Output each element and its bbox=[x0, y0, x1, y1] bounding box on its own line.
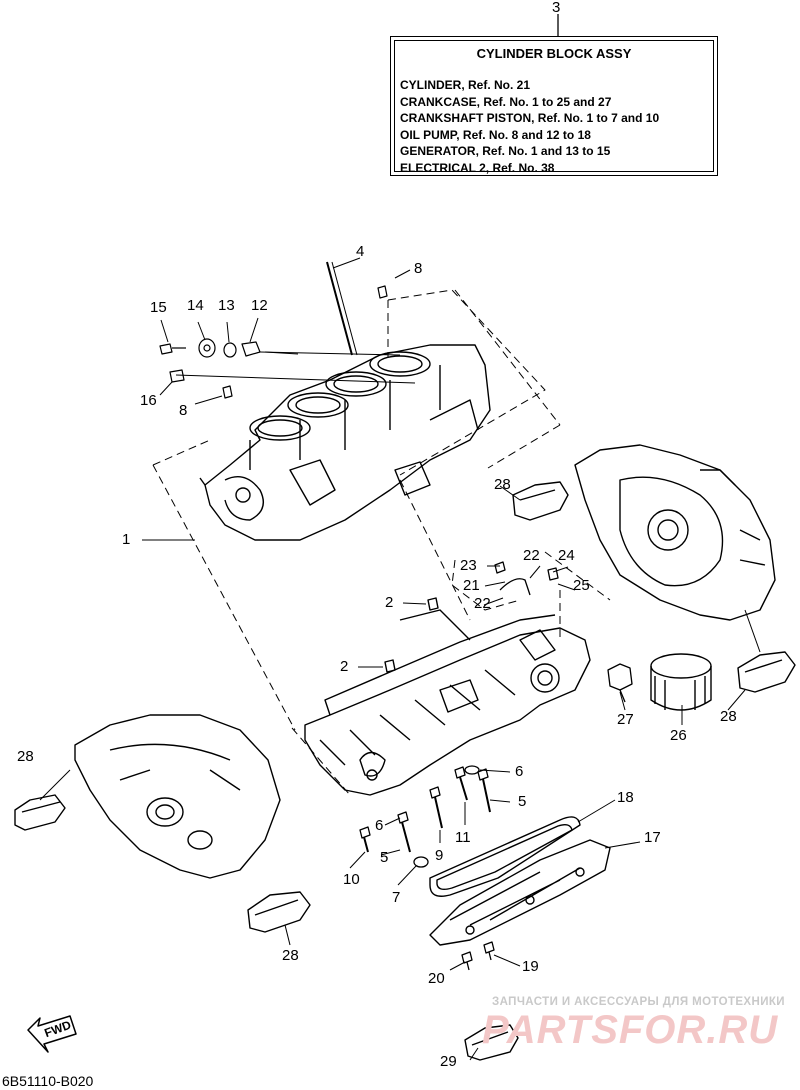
callout-22: 22 bbox=[523, 547, 540, 564]
oil-pan-gasket bbox=[429, 816, 581, 897]
legend-line: CYLINDER, Ref. No. 21 bbox=[400, 78, 531, 92]
callout-28: 28 bbox=[720, 708, 737, 725]
legend-line: OIL PUMP, Ref. No. 8 and 12 to 18 bbox=[400, 127, 591, 142]
oil-pipe bbox=[494, 561, 559, 596]
callout-5: 5 bbox=[518, 793, 527, 810]
oil-pressure-sensor bbox=[607, 663, 633, 703]
cylinder-block bbox=[199, 344, 491, 541]
callout-26: 26 bbox=[670, 727, 687, 744]
leader-lines bbox=[39, 269, 761, 1061]
callout-6: 6 bbox=[375, 817, 384, 834]
callout-12: 12 bbox=[251, 297, 268, 314]
oil-pan bbox=[429, 839, 611, 946]
callout-25: 25 bbox=[573, 577, 590, 594]
watermark-brand: PARTSFOR.RU bbox=[482, 1008, 779, 1052]
callout-21: 21 bbox=[463, 577, 480, 594]
legend-line: CRANKSHAFT PISTON, Ref. No. 1 to 7 and 1… bbox=[400, 111, 660, 125]
callout-11: 11 bbox=[455, 829, 471, 846]
legend-line: GENERATOR, Ref. No. 1 and 13 to 15 bbox=[400, 144, 611, 158]
callout-4: 4 bbox=[356, 243, 365, 260]
assembly-legend-box: CYLINDER BLOCK ASSY CYLINDER, Ref. No. 2… bbox=[390, 36, 718, 176]
pan-bolts bbox=[461, 941, 495, 971]
callout-3: 3 bbox=[552, 0, 561, 16]
callout-10: 10 bbox=[343, 871, 360, 888]
callout-18: 18 bbox=[617, 789, 634, 806]
callout-2: 2 bbox=[385, 594, 394, 611]
callout-27: 27 bbox=[617, 711, 634, 728]
diagram-code: 6B51110-B020 bbox=[2, 1073, 94, 1089]
callout-22: 22 bbox=[474, 595, 491, 612]
fwd-arrow bbox=[27, 1015, 77, 1053]
watermark-tagline: ЗАПЧАСТИ И АКСЕССУАРЫ ДЛЯ МОТОТЕХНИКИ bbox=[492, 996, 785, 1008]
callout-5: 5 bbox=[380, 849, 389, 866]
left-cover bbox=[74, 714, 281, 879]
callout-6: 6 bbox=[515, 763, 524, 780]
callout-1: 1 bbox=[122, 531, 131, 548]
legend-line: ELECTRICAL 2, Ref. No. 38 bbox=[400, 160, 555, 175]
callout-14: 14 bbox=[187, 297, 204, 314]
legend-title: CYLINDER BLOCK ASSY bbox=[476, 46, 632, 61]
oil-filter bbox=[650, 653, 712, 711]
callout-24: 24 bbox=[558, 547, 575, 564]
bolts bbox=[359, 765, 491, 868]
callout-2: 2 bbox=[340, 658, 349, 675]
callout-28: 28 bbox=[282, 947, 299, 964]
callout-28: 28 bbox=[17, 748, 34, 765]
callout-19: 19 bbox=[522, 958, 539, 975]
legend-line: CRANKCASE, Ref. No. 1 to 25 and 27 bbox=[400, 94, 612, 109]
callout-8: 8 bbox=[179, 402, 188, 419]
callout-15: 15 bbox=[150, 299, 167, 316]
callout-29: 29 bbox=[440, 1053, 457, 1070]
callout-20: 20 bbox=[428, 970, 445, 987]
callout-16: 16 bbox=[140, 392, 157, 409]
legend-lines: CYLINDER, Ref. No. 21 CRANKCASE, Ref. No… bbox=[400, 77, 659, 176]
callout-7: 7 bbox=[392, 889, 401, 906]
callout-13: 13 bbox=[218, 297, 235, 314]
callout-28: 28 bbox=[494, 476, 511, 493]
crankcase-lower bbox=[304, 597, 591, 796]
callout-9: 9 bbox=[435, 847, 444, 864]
callout-8: 8 bbox=[414, 260, 423, 277]
right-cover bbox=[574, 444, 776, 621]
small-hardware bbox=[159, 285, 388, 399]
callout-23: 23 bbox=[460, 557, 477, 574]
engine-mounts bbox=[14, 481, 796, 1061]
callout-17: 17 bbox=[644, 829, 661, 846]
